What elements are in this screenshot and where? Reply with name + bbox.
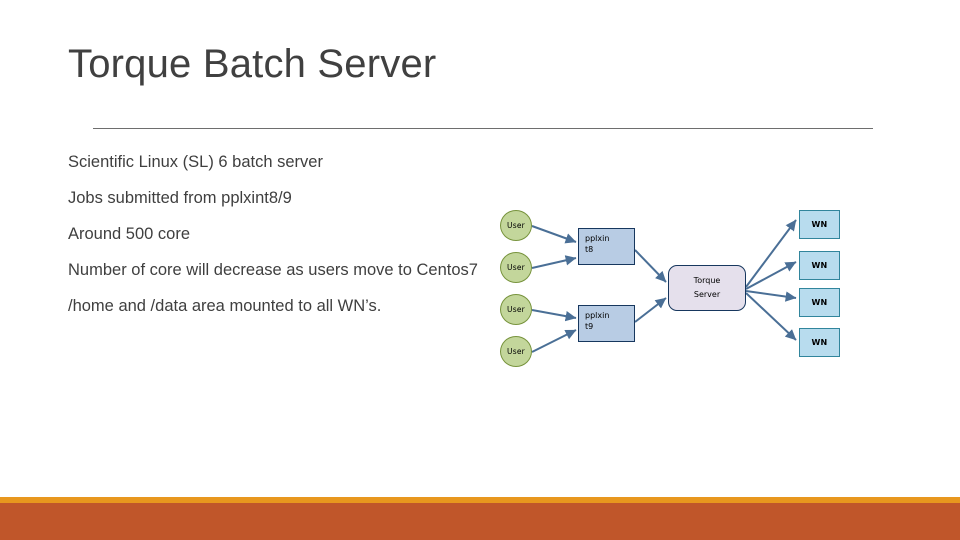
pplxint9-label-line1: pplxin <box>585 311 610 320</box>
user-node-3[interactable]: User <box>500 294 532 325</box>
body-line-4: Number of core will decrease as users mo… <box>68 261 478 279</box>
page-title: Torque Batch Server <box>68 42 437 86</box>
pplxint8-label-line1: pplxin <box>585 234 610 243</box>
pplxint9-label-line2: t9 <box>585 322 594 331</box>
user-node-label: User <box>507 305 525 314</box>
pplxint8-node[interactable]: pplxin t8 <box>578 228 635 265</box>
worker-node-label: WN <box>811 298 828 307</box>
user-node-label: User <box>507 263 525 272</box>
worker-node-label: WN <box>811 338 828 347</box>
footer-band <box>0 503 960 540</box>
worker-node-1[interactable]: WN <box>799 210 840 239</box>
user-node-label: User <box>507 221 525 230</box>
title-divider <box>93 128 873 129</box>
worker-node-2[interactable]: WN <box>799 251 840 280</box>
pplxint9-node[interactable]: pplxin t9 <box>578 305 635 342</box>
body-line-2: Jobs submitted from pplxint8/9 <box>68 189 292 207</box>
body-line-5: /home and /data area mounted to all WN’s… <box>68 297 382 315</box>
body-line-3: Around 500 core <box>68 225 191 243</box>
user-node-4[interactable]: User <box>500 336 532 367</box>
torque-server-label-line1: Torque <box>693 276 721 285</box>
body-line-1: Scientific Linux (SL) 6 batch server <box>68 153 323 171</box>
worker-node-label: WN <box>811 261 828 270</box>
body-content: Scientific Linux (SL) 6 batch server Job… <box>68 152 478 332</box>
pplxint8-label-line2: t8 <box>585 245 594 254</box>
footer-accent-stripe <box>0 497 960 503</box>
architecture-diagram: User User User User pplxin t8 pplxin t9 … <box>490 200 860 380</box>
user-node-1[interactable]: User <box>500 210 532 241</box>
torque-server-label-line2: Server <box>693 290 721 299</box>
worker-node-4[interactable]: WN <box>799 328 840 357</box>
torque-server-node[interactable]: Torque Server <box>668 265 746 311</box>
diagram-connectors <box>531 219 797 353</box>
user-node-label: User <box>507 347 525 356</box>
user-node-2[interactable]: User <box>500 252 532 283</box>
worker-node-3[interactable]: WN <box>799 288 840 317</box>
worker-node-label: WN <box>811 220 828 229</box>
